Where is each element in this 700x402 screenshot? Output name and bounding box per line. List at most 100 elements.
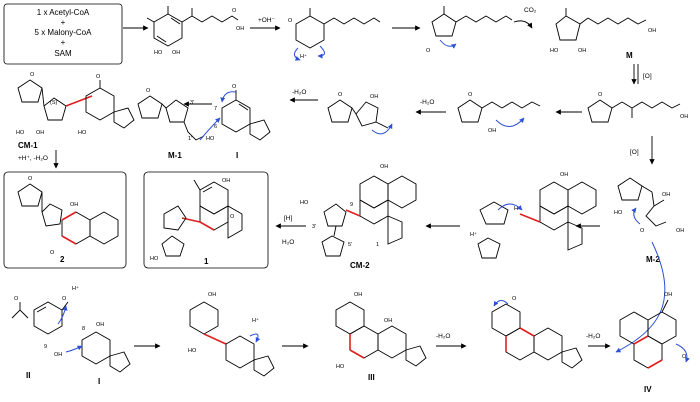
atom-1p-label: 1' xyxy=(188,136,192,142)
acetyl-coa-label: 1 x Acetyl-CoA xyxy=(37,8,90,17)
o-label: O xyxy=(512,296,517,302)
o-label: O xyxy=(146,88,151,94)
o-label: O xyxy=(232,84,237,90)
o-label: O xyxy=(288,18,293,24)
oh-label: OH xyxy=(662,192,670,198)
structure-CM-2: 9 3' 5' 1 HO OH xyxy=(300,164,417,257)
new-bond xyxy=(519,327,535,337)
atom-1-label: 1 xyxy=(376,242,379,248)
water-label: H₂O xyxy=(282,239,294,246)
o-label: O xyxy=(28,176,33,182)
o-label: O xyxy=(230,214,235,220)
compound-M-1-label: M-1 xyxy=(168,151,182,160)
atom-7-label: 7 xyxy=(214,106,217,112)
reduction-label: [H] xyxy=(284,215,293,222)
new-bond xyxy=(61,235,77,245)
compound-I-label: I xyxy=(98,377,100,386)
sam-label: SAM xyxy=(54,49,72,58)
ho-label: HO xyxy=(154,50,163,56)
co2-label: CO₂ xyxy=(524,7,537,14)
new-bond xyxy=(65,95,93,107)
hplus-label: H⁺ xyxy=(252,317,259,324)
o-label: O xyxy=(338,92,343,98)
structure-II-plus-I: O O H⁺ 9 OH 8 OH xyxy=(11,285,131,373)
structure-michael-adduct: H⁺ H OH xyxy=(470,172,597,259)
product-2-box: OH O O xyxy=(3,171,127,269)
o-label: O xyxy=(468,92,473,98)
oh-label: OH xyxy=(384,318,392,324)
oh-label: OH xyxy=(236,26,244,32)
o-label: O xyxy=(232,8,237,14)
atom-9-label: 9 xyxy=(350,202,353,208)
plus-sign: + xyxy=(61,38,66,47)
oh-label: OH xyxy=(676,228,684,234)
ho-label: HO xyxy=(550,48,559,54)
o-label: O xyxy=(426,48,431,54)
oh-label: OH xyxy=(208,292,216,298)
ho-label: HO xyxy=(300,200,309,206)
structure-aldol-adduct: OH H⁺ HO xyxy=(188,292,275,377)
ho-label: HO xyxy=(206,136,215,142)
h-label: H xyxy=(514,206,518,212)
oh-label: OH xyxy=(36,130,44,136)
structure-I-enolate: O 7 6 HO xyxy=(206,84,271,142)
o-label: O xyxy=(14,296,19,302)
plus-sign: + xyxy=(61,18,66,27)
hplus-label: H⁺ xyxy=(470,231,477,238)
compound-M-2-label: M-2 xyxy=(646,255,660,264)
oh-label: OH xyxy=(680,114,688,120)
o-label: O xyxy=(640,228,645,234)
atom-5p-label: 5' xyxy=(348,242,352,248)
ho-label: HO xyxy=(188,348,197,354)
oxidation-label: [O] xyxy=(643,73,652,80)
ho-label: HO xyxy=(78,130,87,136)
oh-label: OH xyxy=(370,94,378,100)
oh-label: OH xyxy=(560,172,568,178)
new-bond xyxy=(349,349,365,359)
compound-M-label: M xyxy=(626,51,633,60)
structure-III: OH OH HO xyxy=(335,292,427,370)
structure-M-2: OH HO O OH xyxy=(614,177,684,234)
oh-label: OH xyxy=(380,164,388,170)
ho-label: HO xyxy=(614,210,623,216)
oh-label: OH xyxy=(172,50,180,56)
atom-9-label: 9 xyxy=(44,344,47,350)
dehydration-label: -H₂O xyxy=(420,99,434,106)
structure-M-1: 3' 1' O xyxy=(137,88,221,142)
oxidation-label: [O] xyxy=(630,149,639,156)
o-label: O xyxy=(96,74,101,80)
oh-label: OH xyxy=(222,178,230,184)
starting-materials-box: 1 x Acetyl-CoA + 5 x Malony-CoA + SAM xyxy=(3,3,123,65)
new-bond xyxy=(203,333,227,345)
structure-xanthene-intermediate: O xyxy=(491,296,583,369)
oh-label: OH xyxy=(96,322,104,328)
o-label: O xyxy=(50,250,55,256)
product-1-box: OH O HO xyxy=(143,171,269,269)
ho-label: HO xyxy=(150,256,159,262)
ho-label: HO xyxy=(16,130,25,136)
oh-label: OH xyxy=(648,28,656,34)
compound-2-label: 2 xyxy=(60,255,65,264)
oh-label: OH xyxy=(578,48,586,54)
stereo-S-label: (S) xyxy=(50,100,58,106)
electron-pushing-arrow xyxy=(615,241,666,353)
structure-cyclopentenone-carboxylate: O xyxy=(426,6,513,54)
new-bond xyxy=(633,335,649,345)
oh-label: OH xyxy=(54,352,62,358)
structure-CM-1: O (S) HO OH HO O xyxy=(16,72,135,136)
oh-label: OH xyxy=(354,292,362,298)
compound-CM-1-label: CM-1 xyxy=(18,141,38,150)
atom-6-label: 6 xyxy=(214,124,217,130)
atom-8-label: 8 xyxy=(82,326,85,332)
dehydration-label: -H₂O xyxy=(586,333,600,340)
new-bond xyxy=(181,217,201,223)
ho-label: HO xyxy=(336,364,345,370)
o-label: O xyxy=(598,92,603,98)
structure-IV: OH O xyxy=(619,292,690,369)
oh-label: OH xyxy=(488,128,496,134)
atom-3p-label: 3' xyxy=(190,100,194,106)
structure-ring-contraction-intermediate: O H⁺ xyxy=(288,8,381,61)
new-bond xyxy=(61,211,77,221)
structure-M: HO OH OH xyxy=(550,8,656,54)
